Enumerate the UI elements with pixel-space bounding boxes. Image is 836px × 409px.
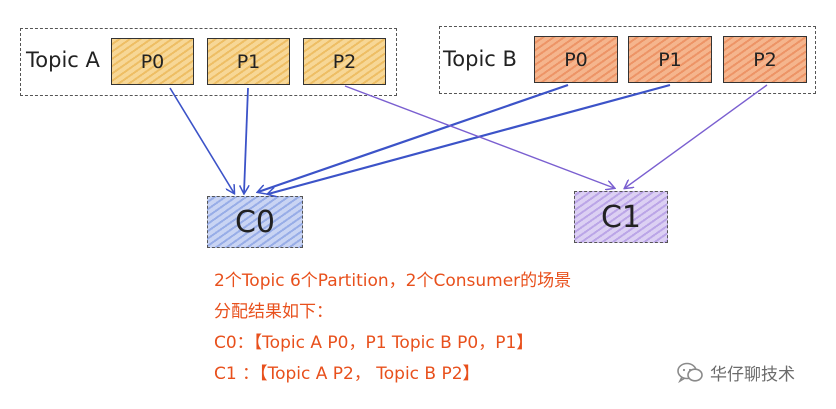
note-line-2: 分配结果如下： (214, 302, 333, 322)
watermark: 华仔聊技术 (676, 360, 795, 385)
arrow-topic-b-p1-to-c0 (268, 83, 671, 194)
watermark-text: 华仔聊技术 (710, 365, 795, 385)
arrow-topic-a-p2-to-c1 (344, 85, 614, 188)
arrow-topic-b-p2-to-c1 (625, 84, 768, 188)
arrow-topic-a-p1-to-c0 (244, 87, 248, 193)
wechat-icon (677, 362, 703, 383)
topic-a-partition-p2: P2 (303, 38, 386, 85)
topic-b-label: Topic B (443, 47, 517, 71)
topic-b-partition-p2: P2 (723, 36, 807, 83)
topic-a-partition-p1: P1 (207, 38, 290, 85)
arrow-topic-a-p0-to-c0 (169, 87, 234, 193)
topic-b-partition-p0: P0 (534, 36, 618, 83)
note-line-4: C1 ：【Topic A P2， Topic B P2】 (214, 364, 480, 384)
assignment-note: 2个Topic 6个Partition，2个Consumer的场景 分配结果如下… (214, 266, 571, 390)
topic-b-partition-p1: P1 (628, 36, 712, 83)
note-line-1: 2个Topic 6个Partition，2个Consumer的场景 (214, 271, 572, 291)
topic-a-box (20, 28, 397, 96)
topic-a-label: Topic A (26, 48, 100, 72)
arrow-topic-b-p0-to-c0 (258, 83, 569, 192)
topic-a-partition-p0: P0 (111, 38, 194, 85)
note-line-3: C0：【Topic A P0，P1 Topic B P0，P1】 (214, 333, 534, 353)
topic-b-box (439, 26, 816, 94)
consumer-c1: C1 (574, 191, 668, 243)
consumer-c0: C0 (207, 196, 303, 248)
